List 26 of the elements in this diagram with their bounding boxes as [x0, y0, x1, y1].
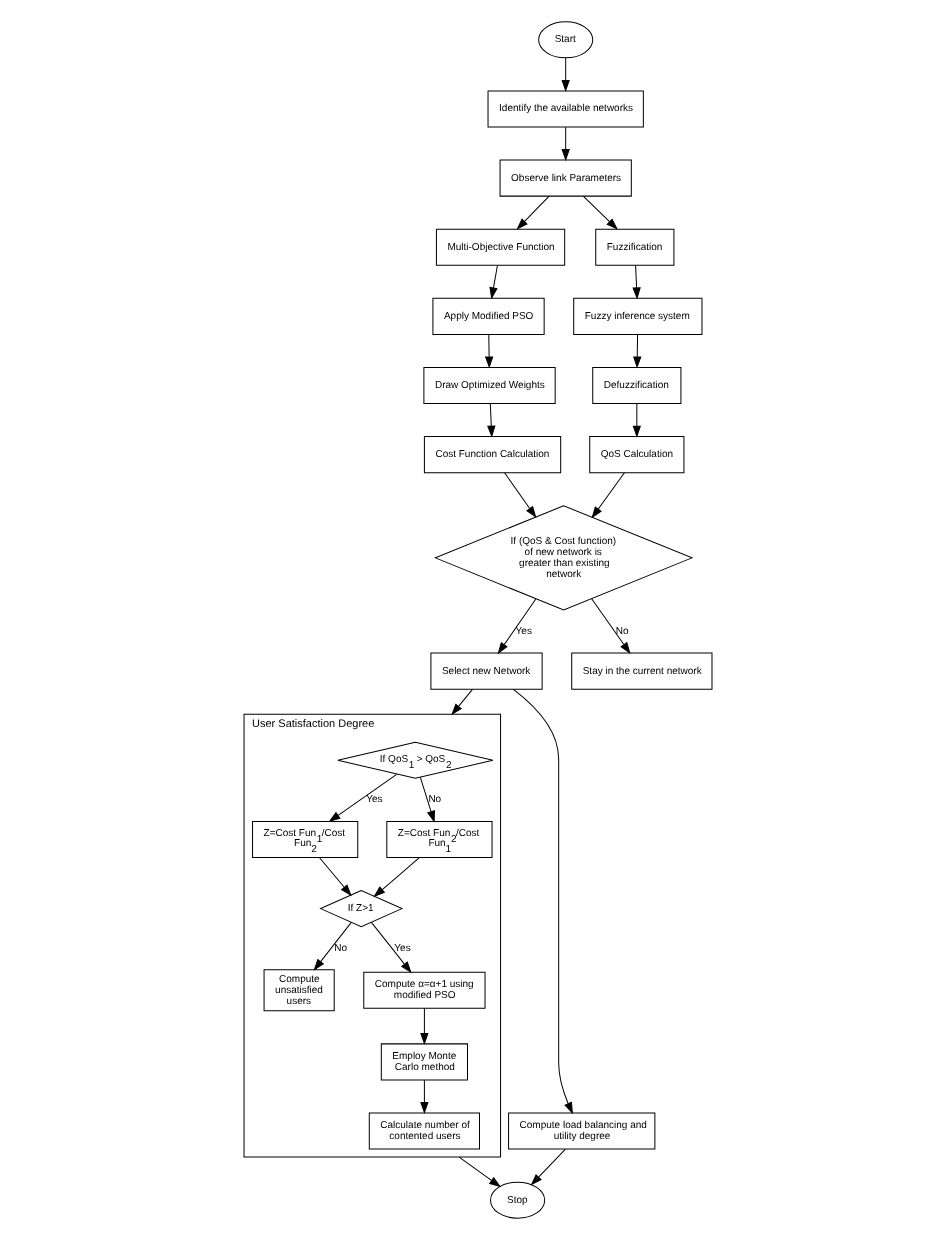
arrow [561, 126, 570, 161]
arrow [420, 1008, 429, 1044]
arrow [487, 403, 496, 437]
arrow [319, 857, 352, 896]
arrow [420, 1079, 429, 1114]
arrow [419, 776, 435, 822]
arrow [370, 921, 412, 973]
arrow [458, 1156, 501, 1187]
arrow [313, 921, 352, 971]
arrow [531, 1148, 566, 1185]
arrow [633, 334, 642, 368]
arrow [632, 403, 641, 437]
arrow [591, 472, 625, 518]
arrow [451, 688, 473, 715]
arrow [512, 688, 573, 1114]
arrow [497, 598, 537, 654]
arrow [591, 598, 631, 654]
arrow [485, 334, 494, 368]
arrow [632, 265, 641, 299]
arrow [329, 773, 398, 822]
arrow [489, 265, 498, 299]
arrow [373, 857, 420, 897]
arrow [561, 57, 570, 91]
arrow [583, 195, 618, 230]
arrow [504, 472, 537, 518]
arrow [517, 195, 550, 230]
